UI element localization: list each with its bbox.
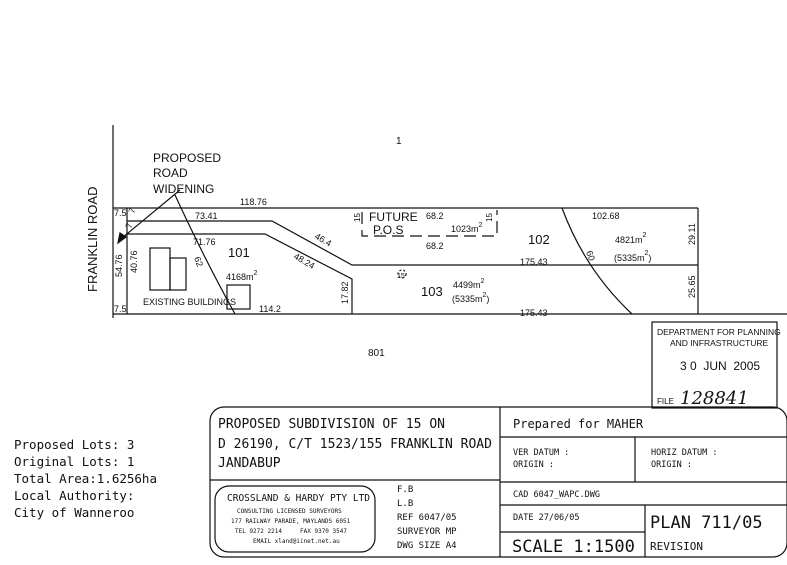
proposed-lots: Proposed Lots: 3 [14, 437, 135, 452]
ver-datum: VER DATUM : [513, 448, 569, 458]
ref-field: L.B [397, 499, 413, 509]
lot-103-number: 103 [421, 284, 443, 299]
local-authority: City of Wanneroo [14, 505, 135, 520]
pos-area: 1023m [451, 224, 479, 234]
company-detail: 177 RAILWAY PARADE, MAYLANDS 6051 [231, 518, 351, 525]
dimension: 68.2 [426, 241, 444, 251]
lot-103-total-area: (5335m [452, 294, 483, 304]
dimension: 7 [123, 222, 134, 230]
company-box [214, 485, 376, 553]
plan-number: PLAN 711/05 [650, 513, 763, 533]
stamp-box [651, 321, 778, 409]
horiz-origin: ORIGIN : [651, 460, 692, 470]
building [149, 247, 171, 291]
road-name: FRANKLIN ROAD [85, 187, 100, 292]
company-detail: CONSULTING LICENSED SURVEYORS [237, 508, 342, 515]
svg-text:4499m2: 4499m2 [453, 278, 485, 290]
dimension: 25.65 [687, 275, 697, 298]
dimension: 15 [353, 213, 362, 222]
arrow-head-icon [117, 232, 128, 245]
title-block-frame [209, 406, 787, 558]
arc-60 [561, 207, 633, 315]
widening-label: ROAD [153, 166, 188, 180]
total-area: Total Area:1.6256ha [14, 471, 157, 486]
drawing-scale: SCALE 1:1500 [512, 537, 635, 557]
svg-text:(5335m2): (5335m2) [614, 250, 651, 263]
widening-label: WIDENING [153, 182, 214, 196]
lot-102-area: 4821m [615, 235, 643, 245]
lot-101-boundary [127, 233, 353, 314]
svg-text:(5335m2): (5335m2) [452, 292, 489, 304]
svg-text:4168m2: 4168m2 [226, 270, 258, 282]
building [169, 257, 187, 291]
dimension: 7 [126, 207, 137, 215]
lot-102-number: 102 [528, 232, 550, 247]
ver-origin: ORIGIN : [513, 460, 554, 470]
company-detail: TEL 9272 2214 FAX 9370 3547 [235, 528, 347, 535]
company-detail: EMAIL xland@iinet.net.au [253, 538, 340, 545]
lot-102-boundary [127, 220, 698, 266]
local-authority-label: Local Authority: [14, 488, 135, 503]
plan-title: D 26190, C/T 1523/155 FRANKLIN ROAD [218, 437, 492, 452]
stamp-department: AND INFRASTRUCTURE [670, 338, 769, 348]
pos-dashed-boundary [361, 210, 498, 237]
horiz-datum: HORIZ DATUM : [651, 448, 718, 458]
ref-field: F.B [397, 485, 413, 495]
dimension: 62 [192, 255, 205, 268]
lot-101-number: 101 [228, 245, 250, 260]
lot-1-label: 1 [396, 136, 402, 147]
dimension: 102.68 [592, 211, 620, 221]
dimension: 15 [397, 273, 405, 280]
ref-field: DWG SIZE A4 [397, 541, 457, 551]
revision: REVISION [650, 540, 703, 553]
dimension: 40.76 [129, 250, 139, 273]
drawing-date: DATE 27/06/05 [513, 513, 580, 523]
widening-label: PROPOSED [153, 151, 221, 165]
stamp-department: DEPARTMENT FOR PLANNING [657, 327, 781, 337]
dimension: 175.43 [520, 308, 548, 318]
original-lots: Original Lots: 1 [14, 454, 135, 469]
stamp-file-number: 128841 [680, 388, 749, 409]
dimension: 114.2 [259, 304, 281, 314]
plan-title: JANDABUP [218, 456, 281, 471]
lot-101-area: 4168m [226, 272, 254, 282]
dimension: 7.5 [114, 208, 127, 218]
company-name: CROSSLAND & HARDY PTY LTD [227, 493, 370, 504]
plan-title: PROPOSED SUBDIVISION OF 15 ON [218, 417, 445, 432]
stamp-date: 3 0 JUN 2005 [680, 359, 760, 373]
arc-62 [174, 194, 236, 315]
stamp-file-label: FILE [657, 397, 674, 406]
dimension: 54.76 [114, 254, 124, 277]
widening-arrow [121, 189, 181, 239]
existing-buildings-label: EXISTING BUILDINGS [143, 297, 236, 307]
survey-mark-icon [397, 269, 407, 279]
prepared-for: Prepared for MAHER [513, 417, 644, 431]
dimension: 118.76 [240, 197, 267, 207]
building [226, 284, 251, 310]
svg-text:4821m2: 4821m2 [615, 232, 647, 245]
dimension: 60 [584, 249, 597, 262]
lot-102-total-area: (5335m [614, 253, 645, 263]
svg-text:1023m2: 1023m2 [451, 222, 483, 234]
dimension: 175.43 [520, 257, 548, 267]
dimension: 29.11 [687, 223, 697, 245]
plan-notes: Proposed Lots: 3 Original Lots: 1 Total … [14, 436, 157, 521]
lot-801-label: 801 [368, 348, 385, 359]
lot-103-area: 4499m [453, 280, 481, 290]
dimension: 68.2 [426, 211, 444, 221]
ref-field: SURVEYOR MP [397, 527, 457, 537]
dimension: 15 [485, 213, 494, 222]
ref-field: REF 6047/05 [397, 513, 457, 523]
dimension: 7.5 [114, 304, 127, 314]
dimension: 71.76 [193, 237, 216, 247]
pos-label: P.O.S [373, 223, 403, 237]
dimension: 73.41 [195, 211, 218, 221]
cad-file: CAD 6047_WAPC.DWG [513, 490, 600, 500]
dimension: 17.82 [340, 281, 350, 304]
pos-label: FUTURE [369, 210, 418, 224]
